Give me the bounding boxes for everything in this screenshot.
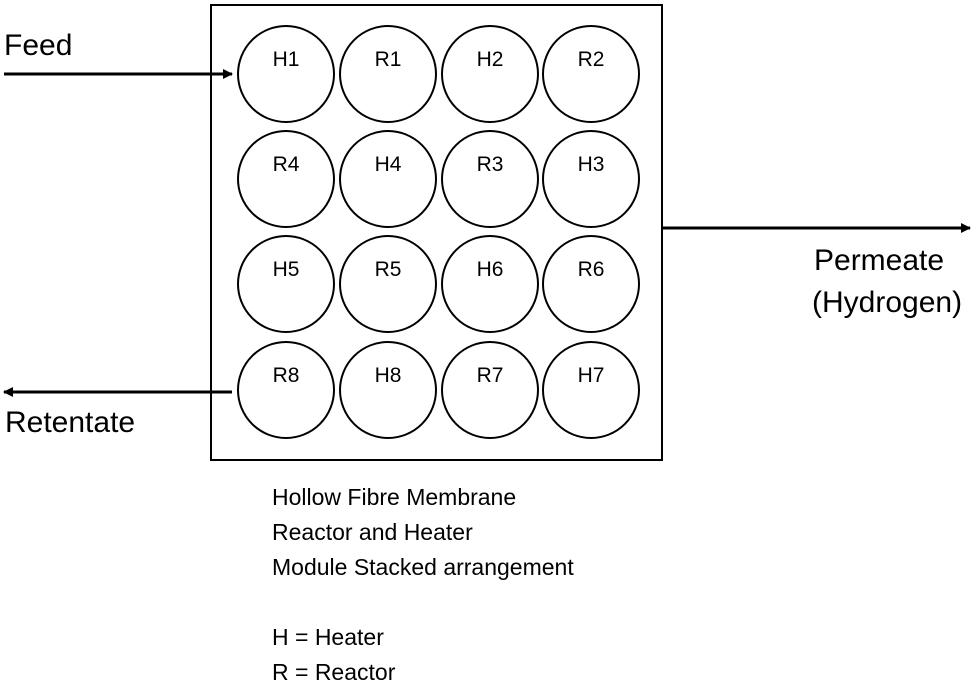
fibre-label-h2: H2	[477, 48, 504, 71]
fibre-h3	[542, 130, 640, 228]
fibre-label-h3: H3	[578, 153, 605, 176]
fibre-label-r3: R3	[477, 153, 504, 176]
fibre-r7	[441, 341, 539, 439]
legend-reactor: R = Reactor	[272, 659, 396, 685]
caption-line-1: Hollow Fibre Membrane	[272, 484, 517, 510]
retentate-label: Retentate	[5, 406, 135, 439]
fibre-label-r8: R8	[273, 364, 300, 387]
fibre-r2	[542, 25, 640, 123]
fibre-label-r7: R7	[477, 364, 504, 387]
fibre-label-r2: R2	[578, 48, 605, 71]
fibre-h1	[237, 25, 335, 123]
caption-line-2: Reactor and Heater	[272, 519, 473, 545]
permeate-label: Permeate	[814, 244, 944, 277]
fibre-r1	[339, 25, 437, 123]
fibre-r3	[441, 130, 539, 228]
permeate-sublabel: (Hydrogen)	[812, 286, 962, 319]
fibre-r5	[339, 235, 437, 333]
fibre-label-h8: H8	[375, 364, 402, 387]
fibre-h8	[339, 341, 437, 439]
fibre-h4	[339, 130, 437, 228]
legend-heater: H = Heater	[272, 624, 384, 650]
caption-spacer	[272, 585, 574, 620]
fibre-label-h5: H5	[273, 258, 300, 281]
feed-label: Feed	[4, 29, 72, 62]
fibre-h2	[441, 25, 539, 123]
fibre-label-r4: R4	[273, 153, 300, 176]
fibre-h6	[441, 235, 539, 333]
fibre-label-h4: H4	[375, 153, 402, 176]
fibre-r8	[237, 341, 335, 439]
fibre-r4	[237, 130, 335, 228]
fibre-label-h1: H1	[273, 48, 300, 71]
fibre-label-h7: H7	[578, 364, 605, 387]
fibre-r6	[542, 235, 640, 333]
fibre-label-r5: R5	[375, 258, 402, 281]
fibre-label-h6: H6	[477, 258, 504, 281]
fibre-label-r1: R1	[375, 48, 402, 71]
diagram-caption: Hollow Fibre Membrane Reactor and Heater…	[272, 480, 574, 690]
fibre-h5	[237, 235, 335, 333]
fibre-h7	[542, 341, 640, 439]
caption-line-3: Module Stacked arrangement	[272, 554, 574, 580]
fibre-label-r6: R6	[578, 258, 605, 281]
module-box	[210, 4, 663, 461]
